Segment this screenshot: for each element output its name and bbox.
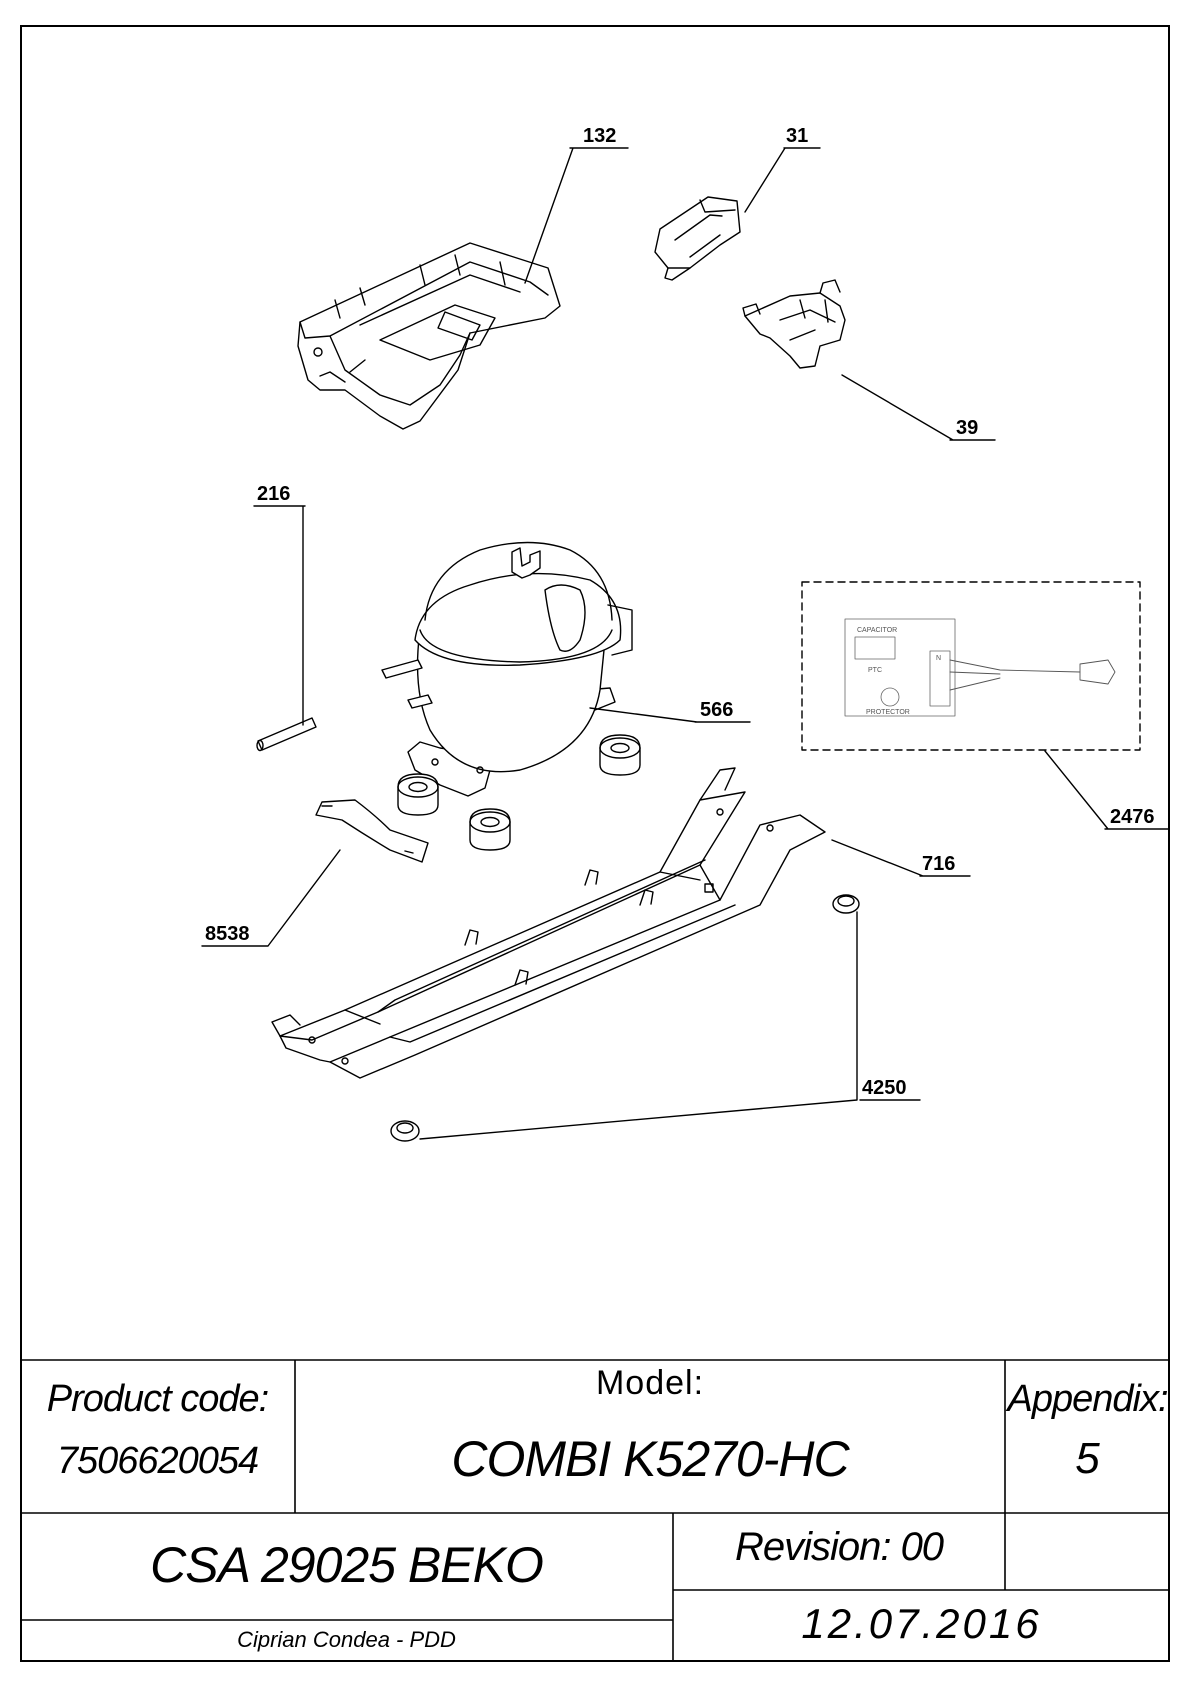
wiring-ptc-label: PTC [868,667,882,674]
callout-716: 716 [922,853,955,875]
product-code-value: 7506620054 [56,1440,259,1482]
part-31-cover [654,196,741,281]
part-716-base-rails [271,767,826,1079]
title-block-grid [20,1359,1170,1662]
wiring-protector-label: PROTECTOR [866,709,910,716]
part-39-relay [742,279,846,369]
appendix-label: Appendix: [1007,1378,1168,1420]
author: Ciprian Condea - PDD [237,1627,456,1652]
date: 12.07.2016 [801,1600,1042,1647]
callout-31: 31 [786,125,808,147]
callout-566: 566 [700,699,733,721]
callout-2476: 2476 [1110,806,1155,828]
product-code-label: Product code: [46,1378,269,1420]
wiring-n-label: N [936,655,941,662]
callout-8538: 8538 [205,923,250,945]
model-label: Model: [595,1364,705,1402]
callout-216: 216 [257,483,290,505]
part-132-tray [297,242,561,430]
part-4250-clips [390,894,860,1142]
callout-4250: 4250 [862,1077,907,1099]
part-name: CSA 29025 BEKO [150,1537,544,1593]
callout-39: 39 [956,417,978,439]
part-566-compressor [381,541,633,797]
callout-132: 132 [583,125,616,147]
leader-lines [201,147,1169,1140]
part-8538-strap [315,799,429,863]
drawing-frame [20,25,1170,1662]
appendix-value: 5 [1075,1434,1100,1483]
wiring-capacitor-label: CAPACITOR [857,627,897,634]
model-value: COMBI K5270-HC [451,1431,849,1487]
revision: Revision: 00 [734,1525,944,1569]
part-2476-wiring [801,581,1141,751]
part-216-tube [256,717,317,752]
rubber-feet [397,734,641,851]
